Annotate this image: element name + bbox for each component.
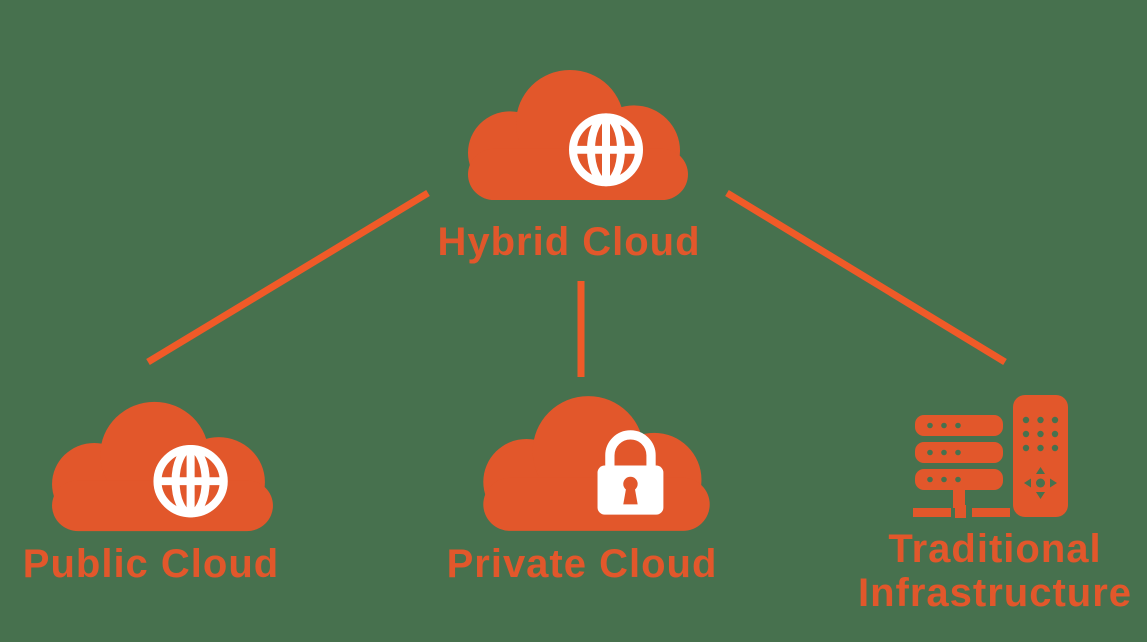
lock-icon: [597, 430, 664, 515]
hybrid-cloud-globe-icon: [468, 69, 688, 201]
server-stack: [913, 415, 1010, 518]
tower-unit: [1013, 395, 1068, 517]
private-cloud-label: Private Cloud: [446, 542, 718, 586]
traditional-infrastructure-label-line2: Infrastructure: [857, 571, 1133, 615]
private-cloud-lock-icon: [483, 396, 710, 531]
connector-hybrid-to-public: [146, 190, 430, 365]
traditional-infrastructure-label-line1: Traditional: [888, 527, 1102, 571]
globe-icon: [153, 444, 228, 518]
connector-hybrid-to-traditional: [725, 190, 1007, 365]
cloud-shape: [483, 396, 710, 531]
server-rack-icon: [913, 395, 1068, 518]
traditional-infrastructure-label: Traditional Infrastructure: [858, 527, 1132, 615]
globe-icon: [569, 113, 643, 187]
hybrid-cloud-label: Hybrid Cloud: [437, 220, 701, 264]
public-cloud-label: Public Cloud: [22, 542, 280, 586]
public-cloud-globe-icon: [52, 401, 273, 532]
